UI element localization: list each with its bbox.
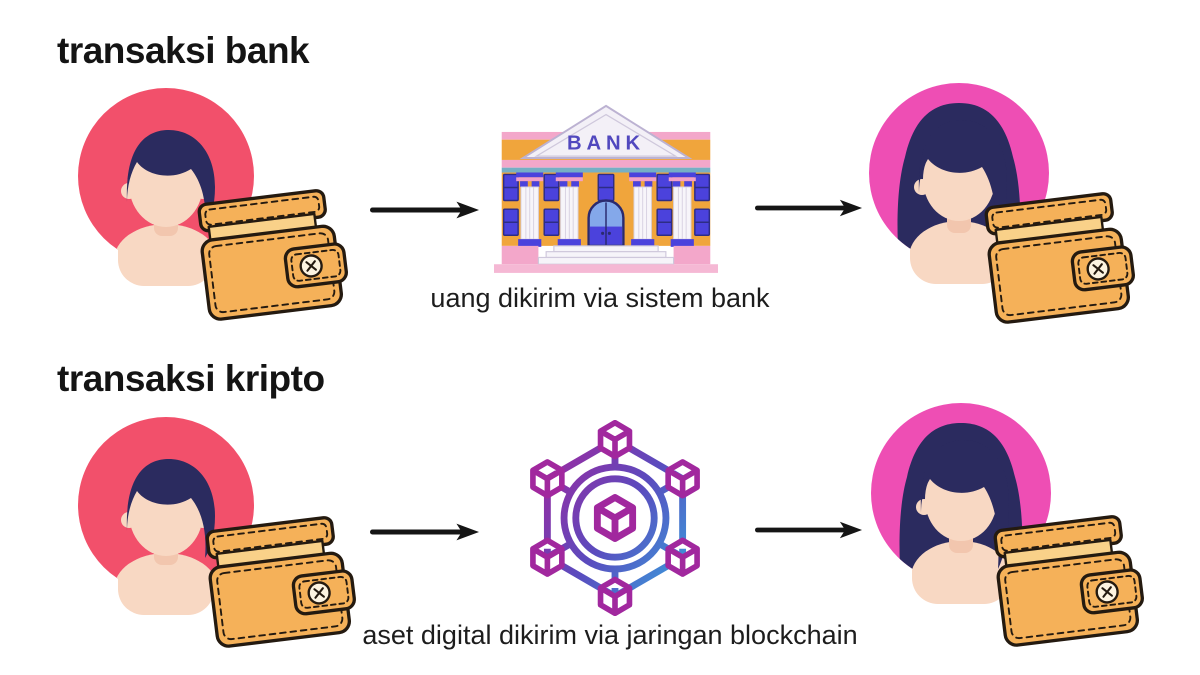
- caption-crypto-flow: aset digital dikirim via jaringan blockc…: [362, 620, 858, 650]
- caption-bank-flow: uang dikirim via sistem bank: [430, 283, 770, 313]
- arrow-to-receiver-crypto: [755, 521, 863, 539]
- bank-columns: [516, 172, 696, 247]
- section-title-crypto: transaksi kripto: [57, 358, 325, 399]
- receiver-wallet: [985, 502, 1152, 653]
- blockchain-network-icon: [517, 420, 713, 616]
- arrow-right-icon: [370, 201, 480, 219]
- section-title-bank: transaksi bank: [57, 30, 310, 71]
- bank-sign-text: BANK: [567, 132, 645, 154]
- bank-building-icon: BANK: [494, 104, 718, 273]
- wallet-icon: [990, 512, 1148, 649]
- arrow-to-receiver-bank: [755, 199, 863, 217]
- arrow-to-bank: [370, 201, 480, 219]
- arrow-right-icon: [755, 199, 863, 217]
- bank-building: BANK: [494, 98, 718, 275]
- blockchain-network: [517, 420, 713, 616]
- wallet-icon: [981, 189, 1139, 326]
- arrow-right-icon: [370, 523, 480, 541]
- receiver-wallet: [976, 179, 1143, 330]
- arrow-to-blockchain: [370, 523, 480, 541]
- arrow-right-icon: [755, 521, 863, 539]
